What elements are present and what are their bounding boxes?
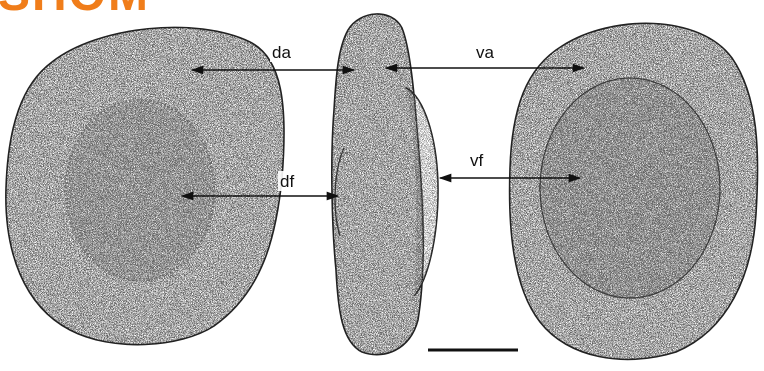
vf-label: vf xyxy=(470,151,484,170)
dorsal-focus-region xyxy=(68,102,212,278)
lateral-view-scale xyxy=(332,14,438,355)
dorsal-view-scale xyxy=(6,27,284,344)
lateral-scale-body xyxy=(332,14,423,355)
df-label: df xyxy=(280,172,294,191)
header-title: SHOM xyxy=(0,0,150,21)
ventral-view-scale xyxy=(510,23,758,359)
ventral-focus-region xyxy=(540,78,720,298)
va-label: va xyxy=(476,43,495,62)
da-label: da xyxy=(272,43,291,62)
